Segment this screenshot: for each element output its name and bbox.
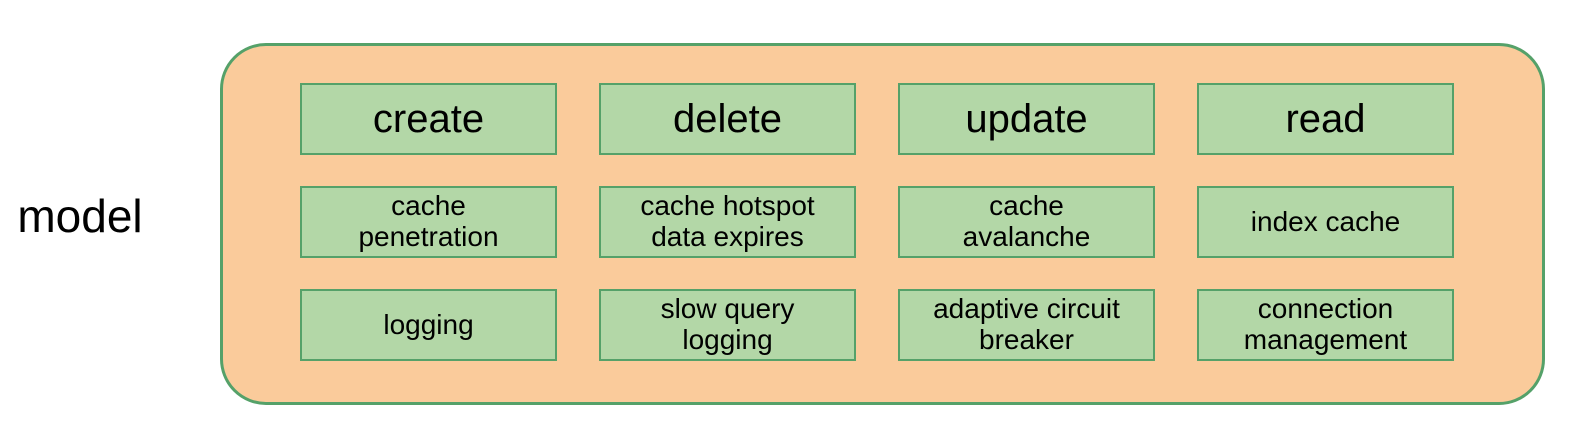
box-connection-management: connection management xyxy=(1197,289,1454,361)
model-container: create delete update read cache penetrat… xyxy=(220,43,1545,405)
model-label: model xyxy=(17,190,143,242)
box-cache-hotspot-data-expires: cache hotspot data expires xyxy=(599,186,856,258)
box-index-cache: index cache xyxy=(1197,186,1454,258)
box-update: update xyxy=(898,83,1155,155)
box-delete: delete xyxy=(599,83,856,155)
box-read: read xyxy=(1197,83,1454,155)
box-cache-avalanche: cache avalanche xyxy=(898,186,1155,258)
box-cache-penetration: cache penetration xyxy=(300,186,557,258)
box-adaptive-circuit-breaker: adaptive circuit breaker xyxy=(898,289,1155,361)
box-logging: logging xyxy=(300,289,557,361)
box-slow-query-logging: slow query logging xyxy=(599,289,856,361)
box-create: create xyxy=(300,83,557,155)
